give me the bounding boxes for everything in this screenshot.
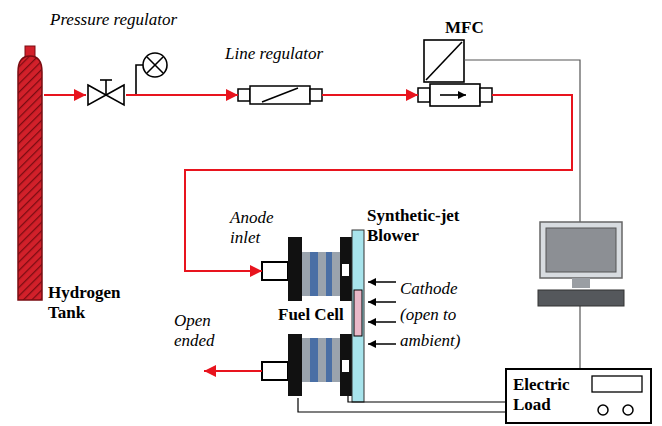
computer-base xyxy=(538,290,624,306)
membrane-layer xyxy=(326,338,332,382)
port-label: Anode inlet xyxy=(230,208,286,248)
gas-diffusion-layer xyxy=(332,252,340,296)
gas-diffusion-layer xyxy=(318,338,326,382)
mfc-diagonal xyxy=(426,42,462,80)
monitor-frame xyxy=(540,222,622,278)
air-arrow xyxy=(368,301,396,303)
hydrogen-tank xyxy=(18,56,42,300)
membrane-layer xyxy=(326,252,332,296)
node-text: Pressure regulator xyxy=(50,10,177,30)
pressure-regulator-node: Pressure regulator xyxy=(86,84,126,106)
part-label: Synthetic-jet Blower xyxy=(367,206,479,246)
fitting xyxy=(238,89,250,101)
signal-wire xyxy=(464,60,580,222)
fitting xyxy=(418,88,430,102)
flow-arrow xyxy=(440,94,466,96)
synthetic-jet-blower xyxy=(352,230,364,402)
blower-diaphragm xyxy=(354,290,362,336)
node-text: Hydrogen Tank xyxy=(48,283,132,323)
end-plate xyxy=(340,334,352,396)
end-plate xyxy=(340,237,352,301)
node-text: Fuel Cell xyxy=(276,305,346,325)
mfc-node: MFC xyxy=(418,84,492,106)
air-arrow xyxy=(368,321,396,323)
mfc-body xyxy=(430,84,480,106)
pipe-connector xyxy=(298,398,505,412)
gas-diffusion-layer xyxy=(332,338,340,382)
fuel-cell-node: Fuel Cell xyxy=(262,235,364,398)
load-wire xyxy=(348,396,505,402)
mfc-head xyxy=(424,40,464,82)
valve-handle xyxy=(100,79,112,81)
note-label: Open ended xyxy=(174,311,232,351)
gauge-cross xyxy=(147,57,163,73)
gas-diffusion-layer xyxy=(318,252,326,296)
anode-inlet-port xyxy=(262,262,288,280)
pipe-connector xyxy=(44,94,86,96)
end-plate xyxy=(288,237,302,301)
end-plate xyxy=(288,334,302,396)
cathode-opening xyxy=(342,360,349,372)
gauge-pipe xyxy=(132,65,143,95)
valve-symbol xyxy=(88,85,106,105)
membrane-layer xyxy=(310,252,318,296)
air-arrow xyxy=(368,343,396,345)
valve-symbol xyxy=(106,85,124,105)
monitor-screen xyxy=(546,228,616,272)
electric-load-box: Electric Load xyxy=(505,368,652,424)
gas-diffusion-layer xyxy=(302,252,310,296)
load-display xyxy=(592,376,642,392)
anode-outlet-port xyxy=(262,362,288,380)
pipe-connector xyxy=(185,95,572,271)
signal-wire xyxy=(579,306,580,368)
load-knob xyxy=(623,405,633,415)
fitting xyxy=(480,88,492,102)
air-arrow xyxy=(368,281,396,283)
valve-stem xyxy=(105,80,107,95)
cathode-opening xyxy=(342,264,349,276)
node-text: Line regulator xyxy=(225,44,323,64)
regulator-diagonal xyxy=(262,88,298,102)
outlet-flow-arrow xyxy=(204,370,262,372)
line-regulator-body xyxy=(250,86,310,104)
membrane-layer xyxy=(310,338,318,382)
pressure-gauge xyxy=(143,53,167,77)
pipe-connector xyxy=(322,94,418,96)
note-label: Cathode (open to ambient) xyxy=(400,276,484,354)
node-text: Electric Load xyxy=(513,375,587,415)
fitting xyxy=(310,89,322,101)
pipe-connector xyxy=(126,94,238,96)
line-regulator-node: Line regulator xyxy=(238,86,322,104)
node-text: MFC xyxy=(445,18,484,38)
hydrogen-tank-node: Hydrogen Tank xyxy=(16,55,44,303)
monitor-stand xyxy=(572,278,590,288)
gas-diffusion-layer xyxy=(302,338,310,382)
gauge-cross xyxy=(147,57,163,73)
load-knob xyxy=(598,405,608,415)
